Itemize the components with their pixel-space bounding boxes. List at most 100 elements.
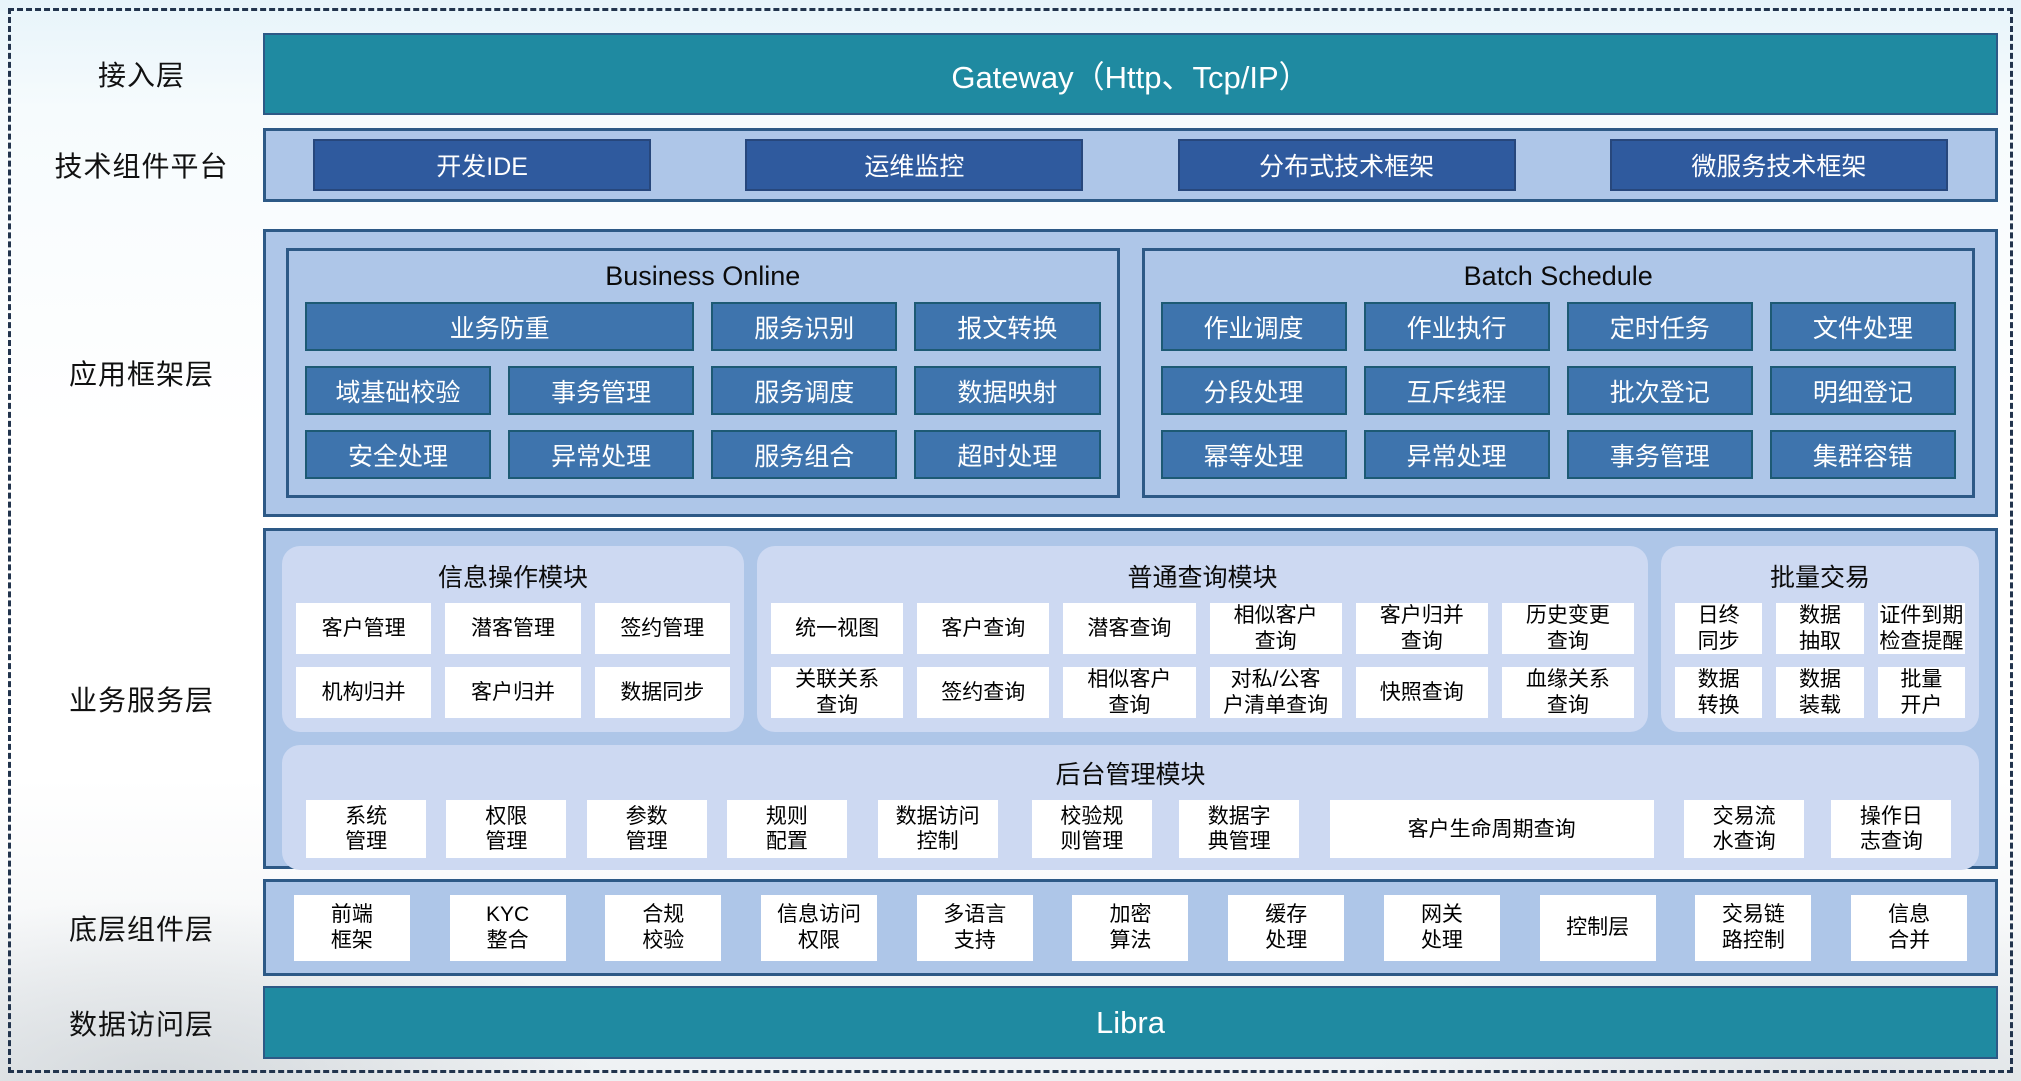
fw-box: 域基础校验 xyxy=(305,366,492,415)
fw-box: 事务管理 xyxy=(1566,430,1753,479)
component-box: 前端 框架 xyxy=(293,894,410,961)
biz-box: 历史变更 查询 xyxy=(1501,603,1634,655)
component-box: 控制层 xyxy=(1539,894,1656,961)
biz-box: 相似客户 查询 xyxy=(1209,603,1342,655)
fw-box: 报文转换 xyxy=(914,302,1101,351)
app-framework-panel: Business Online 业务防重 服务识别 报文转换 域基础校验 事务管… xyxy=(263,229,1998,517)
data-access-label: 数据访问层 xyxy=(68,1008,214,1040)
business-online-grid: 业务防重 服务识别 报文转换 域基础校验 事务管理 服务调度 数据映射 安全处理… xyxy=(305,302,1101,479)
gateway-bar: Gateway（Http、Tcp/IP） xyxy=(263,33,1998,115)
fw-box: 数据映射 xyxy=(914,366,1101,415)
access-layer-label: 接入层 xyxy=(97,60,185,91)
business-service-label: 业务服务层 xyxy=(68,684,214,716)
architecture-diagram: 接入层 Gateway（Http、Tcp/IP） 技术组件平台 开发IDE 运维… xyxy=(20,33,1998,1059)
business-online-panel: Business Online 业务防重 服务识别 报文转换 域基础校验 事务管… xyxy=(286,248,1120,498)
batch-schedule-title: Batch Schedule xyxy=(1463,261,1653,291)
biz-box: 校验规 则管理 xyxy=(1031,800,1152,859)
biz-box: 对私/公客 户清单查询 xyxy=(1209,667,1342,719)
biz-box: 操作日 志查询 xyxy=(1831,800,1952,859)
biz-box: 快照查询 xyxy=(1355,667,1488,719)
fw-box: 文件处理 xyxy=(1769,302,1956,351)
biz-box: 相似客户 查询 xyxy=(1063,667,1196,719)
backend-admin-title: 后台管理模块 xyxy=(1055,761,1206,790)
batch-schedule-grid: 作业调度 作业执行 定时任务 文件处理 分段处理 互斥线程 批次登记 明细登记 … xyxy=(1160,302,1956,479)
biz-box: 血缘关系 查询 xyxy=(1501,667,1634,719)
data-access-row: 数据访问层 Libra xyxy=(20,986,1998,1059)
libra-bar: Libra xyxy=(263,986,1998,1059)
biz-box: 数据 抽取 xyxy=(1776,603,1864,655)
biz-box: 交易流 水查询 xyxy=(1684,800,1805,859)
bottom-components-panel: 前端 框架 KYC 整合 合规 校验 信息访问 权限 多语言 支持 加密 算法 … xyxy=(263,879,1998,976)
biz-box: 参数 管理 xyxy=(586,800,707,859)
business-service-row: 业务服务层 信息操作模块 客户管理 潜客管理 签约管理 机构归并 客户归并 数据… xyxy=(20,528,1998,871)
fw-box: 作业执行 xyxy=(1363,302,1550,351)
biz-box: 客户归并 xyxy=(445,667,581,719)
tech-platform-panel: 开发IDE 运维监控 分布式技术框架 微服务技术框架 xyxy=(263,128,1998,202)
tech-box-microservice-framework: 微服务技术框架 xyxy=(1609,139,1948,191)
tech-platform-label: 技术组件平台 xyxy=(54,151,229,182)
biz-box: 潜客管理 xyxy=(445,603,581,655)
tech-box-ops-monitor: 运维监控 xyxy=(745,139,1084,191)
biz-box: 权限 管理 xyxy=(446,800,567,859)
fw-box: 分段处理 xyxy=(1160,366,1347,415)
biz-box: 系统 管理 xyxy=(306,800,427,859)
component-box: 多语言 支持 xyxy=(916,894,1033,961)
fw-box: 明细登记 xyxy=(1769,366,1956,415)
component-box: 交易链 路控制 xyxy=(1695,894,1812,961)
app-framework-row: 应用框架层 Business Online 业务防重 服务识别 报文转换 域基础… xyxy=(20,229,1998,517)
biz-box: 数据字 典管理 xyxy=(1179,800,1300,859)
component-box: 信息访问 权限 xyxy=(761,894,878,961)
query-module-title: 普通查询模块 xyxy=(1127,564,1278,592)
fw-box: 事务管理 xyxy=(508,366,695,415)
batch-schedule-panel: Batch Schedule 作业调度 作业执行 定时任务 文件处理 分段处理 … xyxy=(1141,248,1975,498)
query-module: 普通查询模块 统一视图 客户查询 潜客查询 相似客户 查询 客户归并 查询 历史… xyxy=(757,546,1648,733)
fw-box: 作业调度 xyxy=(1160,302,1347,351)
biz-box: 签约管理 xyxy=(594,603,730,655)
tech-platform-row: 技术组件平台 开发IDE 运维监控 分布式技术框架 微服务技术框架 xyxy=(20,128,1998,202)
tech-box-distributed-framework: 分布式技术框架 xyxy=(1177,139,1516,191)
component-box: 网关 处理 xyxy=(1383,894,1500,961)
fw-box: 服务识别 xyxy=(711,302,898,351)
app-framework-label: 应用框架层 xyxy=(68,359,214,390)
biz-box: 客户查询 xyxy=(917,603,1050,655)
tech-box-dev-ide: 开发IDE xyxy=(313,139,652,191)
info-ops-grid: 客户管理 潜客管理 签约管理 机构归并 客户归并 数据同步 xyxy=(296,603,730,719)
backend-admin-grid: 系统 管理 权限 管理 参数 管理 规则 配置 数据访问 控制 校验规 则管理 … xyxy=(296,800,1965,859)
fw-box: 定时任务 xyxy=(1566,302,1753,351)
business-service-panel: 信息操作模块 客户管理 潜客管理 签约管理 机构归并 客户归并 数据同步 普通查… xyxy=(263,528,1998,871)
batch-trade-grid: 日终 同步 数据 抽取 证件到期 检查提醒 数据 转换 数据 装载 批量 开户 xyxy=(1675,603,1965,719)
fw-box: 服务组合 xyxy=(711,430,898,479)
biz-box: 关联关系 查询 xyxy=(771,667,904,719)
fw-box: 业务防重 xyxy=(305,302,695,351)
component-box: 缓存 处理 xyxy=(1228,894,1345,961)
info-ops-title: 信息操作模块 xyxy=(437,564,588,592)
biz-box: 规则 配置 xyxy=(726,800,847,859)
biz-box: 证件到期 检查提醒 xyxy=(1877,603,1965,655)
bottom-components-label: 底层组件层 xyxy=(68,913,214,945)
component-box: KYC 整合 xyxy=(449,894,566,961)
batch-trade-module: 批量交易 日终 同步 数据 抽取 证件到期 检查提醒 数据 转换 数据 装载 批… xyxy=(1661,546,1979,733)
batch-trade-title: 批量交易 xyxy=(1769,564,1870,592)
fw-box: 安全处理 xyxy=(305,430,492,479)
biz-box: 数据访问 控制 xyxy=(877,800,998,859)
component-box: 信息 合并 xyxy=(1851,894,1968,961)
fw-box: 批次登记 xyxy=(1566,366,1753,415)
biz-box: 批量 开户 xyxy=(1877,667,1965,719)
query-module-grid: 统一视图 客户查询 潜客查询 相似客户 查询 客户归并 查询 历史变更 查询 关… xyxy=(771,603,1634,719)
biz-box: 日终 同步 xyxy=(1675,603,1763,655)
biz-box: 客户归并 查询 xyxy=(1355,603,1488,655)
fw-box: 幂等处理 xyxy=(1160,430,1347,479)
biz-box: 客户生命周期查询 xyxy=(1329,800,1654,859)
biz-box: 数据 转换 xyxy=(1675,667,1763,719)
fw-box: 服务调度 xyxy=(711,366,898,415)
biz-box: 数据 装载 xyxy=(1776,667,1864,719)
business-modules-row: 信息操作模块 客户管理 潜客管理 签约管理 机构归并 客户归并 数据同步 普通查… xyxy=(282,546,1979,733)
biz-box: 统一视图 xyxy=(771,603,904,655)
fw-box: 互斥线程 xyxy=(1363,366,1550,415)
fw-box: 异常处理 xyxy=(1363,430,1550,479)
bottom-components-row: 底层组件层 前端 框架 KYC 整合 合规 校验 信息访问 权限 多语言 支持 … xyxy=(20,879,1998,976)
business-online-title: Business Online xyxy=(605,261,801,291)
biz-box: 数据同步 xyxy=(594,667,730,719)
info-ops-module: 信息操作模块 客户管理 潜客管理 签约管理 机构归并 客户归并 数据同步 xyxy=(282,546,744,733)
fw-box: 异常处理 xyxy=(508,430,695,479)
